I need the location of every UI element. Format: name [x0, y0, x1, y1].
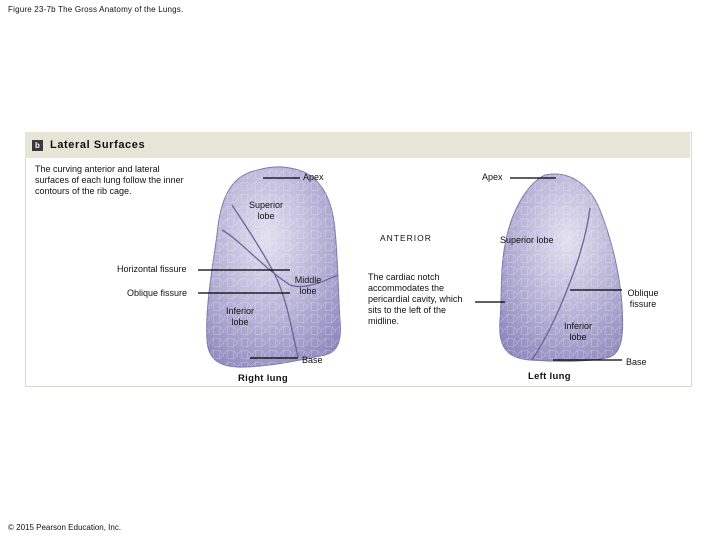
label-right-apex: Apex: [303, 172, 324, 182]
caption-left-lung: Left lung: [528, 371, 571, 382]
label-left-oblique-fissure: Oblique fissure: [620, 288, 666, 309]
label-left-superior-lobe: Superior lobe: [500, 235, 554, 245]
label-middle-lobe: Middle lobe: [287, 275, 329, 296]
label-horizontal-fissure: Horizontal fissure: [117, 264, 187, 274]
panel-title: Lateral Surfaces: [50, 139, 146, 151]
label-right-inferior-lobe-line1: Inferior: [225, 306, 254, 316]
label-left-inferior-lobe-line2: lobe: [569, 331, 587, 342]
panel-description: The curving anterior and lateral surface…: [35, 164, 184, 196]
label-right-inferior-lobe-line2: lobe: [231, 316, 249, 327]
label-left-inferior-lobe: Inferior lobe: [556, 321, 600, 342]
panel-header: [25, 132, 690, 158]
label-right-superior-lobe-line1: Superior: [248, 200, 284, 210]
right-lung-texture: [206, 166, 341, 368]
left-oblique-fissure: [531, 207, 591, 361]
label-left-apex: Apex: [482, 172, 503, 182]
label-anterior: ANTERIOR: [380, 233, 432, 243]
figure-title: Figure 23-7b The Gross Anatomy of the Lu…: [8, 5, 184, 14]
label-left-base: Base: [626, 357, 647, 367]
panel-badge: b: [32, 140, 43, 151]
label-left-oblique-fissure-line2: fissure: [629, 298, 657, 309]
right-oblique-fissure: [231, 204, 299, 358]
label-middle-lobe-line1: Middle: [294, 275, 322, 285]
label-right-superior-lobe-line2: lobe: [257, 210, 275, 221]
cardiac-notch-description: The cardiac notch accommodates the peric…: [368, 272, 463, 326]
label-middle-lobe-line2: lobe: [299, 285, 317, 296]
right-lung: [206, 166, 341, 368]
label-right-oblique-fissure: Oblique fissure: [127, 288, 188, 298]
right-horizontal-fissure: [221, 229, 339, 288]
label-right-base: Base: [302, 355, 323, 365]
caption-right-lung: Right lung: [238, 373, 288, 384]
label-left-inferior-lobe-line1: Inferior: [563, 321, 592, 331]
leader-lines: [198, 177, 622, 361]
label-left-oblique-fissure-line1: Oblique: [627, 288, 659, 298]
left-lung: [499, 173, 624, 362]
left-lung-texture: [499, 174, 623, 362]
copyright-notice: © 2015 Pearson Education, Inc.: [8, 523, 122, 532]
label-right-inferior-lobe: Inferior lobe: [218, 306, 262, 327]
label-right-superior-lobe: Superior lobe: [240, 200, 292, 221]
